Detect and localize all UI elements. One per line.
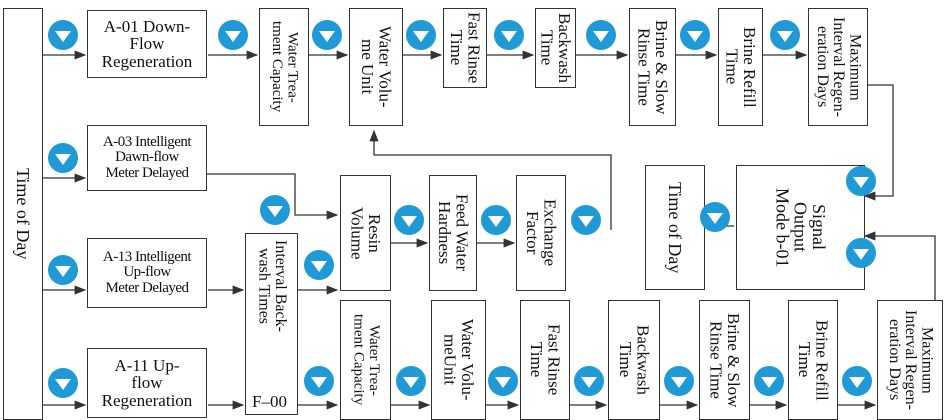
resin-volume: Resin Volume — [340, 175, 391, 291]
down-button-icon[interactable] — [396, 366, 426, 396]
down-button-icon[interactable] — [770, 20, 800, 50]
signal-output-mode-b01: Signal Output Mode b-01 — [736, 165, 865, 290]
top-water-volume-unit: Water Volu- me Unit — [349, 8, 403, 126]
down-button-icon[interactable] — [218, 20, 248, 50]
down-button-icon[interactable] — [48, 255, 78, 285]
interval-backwash-times: Interval Back- wash Times — [245, 233, 298, 415]
interval-backwash-label: Interval Back- wash Times — [255, 240, 289, 332]
down-button-icon[interactable] — [586, 20, 616, 50]
bottom-brine-refill-time: Brine Refill Time — [788, 300, 838, 420]
down-button-icon[interactable] — [571, 205, 601, 235]
down-button-icon[interactable] — [494, 20, 524, 50]
down-button-icon[interactable] — [48, 143, 78, 173]
top-water-treatment-capacity: Water Trea- tment Capacity — [259, 8, 309, 126]
down-button-icon[interactable] — [260, 195, 290, 225]
down-button-icon[interactable] — [304, 366, 334, 396]
bottom-max-interval-regeneration-days: Maximum Interval Regen- eration Days — [877, 300, 943, 420]
top-fast-rinse-time: Fast Rinse Time — [443, 8, 487, 88]
mode-a11-upflow-regeneration: A-11 Up- flow Regeneration — [87, 348, 207, 418]
feed-water-hardness: Feed Water Hardness — [429, 175, 477, 291]
exchange-factor: Exchange Factor — [516, 175, 566, 291]
mode-a03-intelligent-downflow-meter-delayed: A-03 Intelligent Dawn-flow Meter Delayed — [87, 125, 207, 191]
down-button-icon[interactable] — [842, 366, 872, 396]
bottom-water-volume-unit: Water Volu- meUnit — [431, 300, 486, 420]
top-backwash-time: Backwash Time — [535, 8, 576, 88]
down-button-icon[interactable] — [394, 205, 424, 235]
down-button-icon[interactable] — [664, 366, 694, 396]
down-button-icon[interactable] — [700, 202, 730, 232]
time-of-day-end: Time of Day — [645, 165, 705, 290]
bottom-water-treatment-capacity: Water Trea- tment Capacity — [340, 300, 391, 420]
top-brine-refill-time: Brine Refill Time — [718, 8, 763, 126]
interval-backwash-code: F–00 — [252, 392, 287, 411]
down-button-icon[interactable] — [846, 166, 876, 196]
top-brine-slow-rinse-time: Brine & Slow Rinse Time — [629, 8, 676, 126]
bottom-brine-slow-rinse-time: Brine & Slow Rinse Time — [699, 300, 750, 420]
down-button-icon[interactable] — [846, 238, 876, 268]
time-of-day-start: Time of Day — [3, 8, 43, 420]
down-button-icon[interactable] — [488, 366, 518, 396]
down-button-icon[interactable] — [574, 366, 604, 396]
mode-a13-intelligent-upflow-meter-delayed: A-13 Intelligent Up-flow Meter Delayed — [87, 238, 207, 308]
down-button-icon[interactable] — [312, 20, 342, 50]
down-button-icon[interactable] — [48, 20, 78, 50]
bottom-fast-rinse-time: Fast Rinse Time — [520, 300, 570, 420]
top-max-interval-regeneration-days: Maximum Interval Regen- eration Days — [808, 8, 868, 126]
mode-a01-downflow-regeneration: A-01 Down- Flow Regeneration — [87, 10, 207, 78]
down-button-icon[interactable] — [680, 20, 710, 50]
down-button-icon[interactable] — [304, 250, 334, 280]
down-button-icon[interactable] — [406, 20, 436, 50]
down-button-icon[interactable] — [48, 368, 78, 398]
down-button-icon[interactable] — [481, 205, 511, 235]
bottom-backwash-time: Backwash Time — [608, 300, 660, 420]
down-button-icon[interactable] — [754, 366, 784, 396]
